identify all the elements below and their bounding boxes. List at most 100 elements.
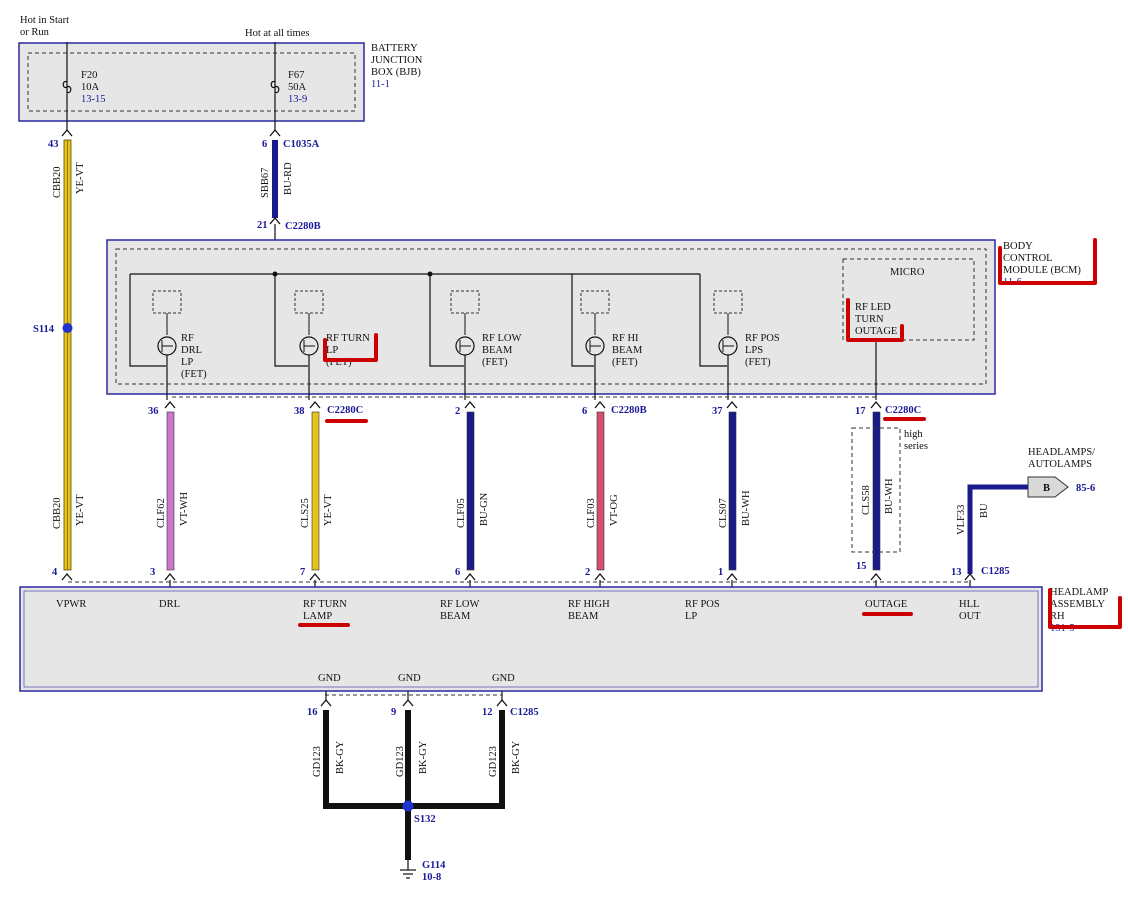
bjb-name-1: BATTERY [371,43,418,54]
gnd-label-0: GND [318,673,341,684]
wire-sbb67-color: BU-RD [283,162,294,195]
gnd-conn-label: C1285 [510,707,539,718]
high-series-label-1: high [904,429,923,440]
fuse-f20-icon [62,80,72,94]
wire-0-pin-bottom: 4 [52,567,58,578]
conn-c1035a-label: C1035A [283,139,320,150]
highlight-bracket-2 [846,298,904,342]
fuse-f67-icon [270,80,280,94]
outage-label-2: TURN [855,314,884,325]
headlamp-pin-5-l1: RF POS [685,599,720,610]
headlamps-link-arrow-icon[interactable] [1027,476,1069,498]
fuse-f20-rating: 10A [81,82,100,93]
fuse-f67-ref: 13-9 [288,94,307,105]
headlamps-link-ref[interactable]: 85-6 [1076,483,1095,494]
bjb-name-2: JUNCTION [371,55,423,66]
fet-0-line-3: LP [181,357,193,368]
wire-3-pin-top: 2 [455,406,460,417]
headlamp-pin-7-l2: OUT [959,611,981,622]
fet-3-supply-branch [571,274,594,367]
wire-1-body [166,411,175,571]
wire-1-pin-bottom: 3 [150,567,155,578]
wire-5-color: BU-WH [741,490,752,526]
battery-junction-box: BATTERY JUNCTION BOX (BJB) 11-1 [18,42,423,122]
gnd-label-2: GND [492,673,515,684]
fet-2-line-2: BEAM [482,345,513,356]
wire-5-top-connector-icon [726,400,738,409]
headlamp-pin-1-l1: DRL [159,599,180,610]
gnd-wire-1-circuit: GD123 [395,746,406,777]
wire-2-body [311,411,320,571]
gnd-label-1: GND [398,673,421,684]
gnd-pin-2: 12 [482,707,493,718]
bcm-inner-dashed [115,248,987,385]
wire-6-pin-top: 17 [855,406,866,417]
ground-g114-name: G114 [422,860,446,871]
wire-7-color: BU [979,503,990,518]
wire-7-bottom-connector-icon [964,572,976,581]
wire-4-top-connector-icon [594,400,606,409]
highlight-group [298,238,1122,629]
connector-6-icon [269,128,281,137]
gnd-wire-0-color: BK-GY [335,740,346,774]
bjb-inner-dashed [27,52,356,112]
gnd-wire-0-connector-icon [320,698,332,707]
pin-43-label: 43 [48,139,59,150]
fet-2-supply-branch [429,274,464,367]
fet-4-supply-branch [699,274,727,367]
wire-5-circuit: CLS07 [718,498,729,528]
headlamps-link-button[interactable]: B [1027,476,1069,498]
wire-4-color: VT-OG [609,494,620,526]
fet-4-line-3: (FET) [745,357,771,368]
gnd-wire-outer [323,710,505,809]
headlamp-inner-border [23,590,1039,688]
fet-0-line-1: RF [181,333,194,344]
bjb-box [18,42,365,122]
connector-21-icon [269,216,281,225]
fet-2-line-1: RF LOW [482,333,521,344]
wire-1-circuit: CLF62 [156,498,167,528]
headlamp-name-2: ASSEMBLY [1050,599,1105,610]
ground-wire-group [320,691,508,870]
wire-cbb20-circuit-bottom: CBB20 [52,497,63,529]
gnd-wire-1-color: BK-GY [418,740,429,774]
fet-0-line-2: DRL [181,345,202,356]
supply-right-label: Hot at all times [245,28,309,39]
high-series-label-2: series [904,441,928,452]
fet-1-line-2: LP [326,345,338,356]
wire-5-pin-bottom: 1 [718,567,723,578]
wire-cbb20-circuit-top: CBB20 [52,166,63,198]
fet-3-line-2: BEAM [612,345,643,356]
wire-4-bottom-connector-icon [594,572,606,581]
wire-4-conn-top: C2280B [611,405,647,416]
connector-43-icon [61,128,73,137]
micro-label: MICRO [890,267,925,278]
ground-g114-ref: 10-8 [422,872,441,883]
wire-group [61,400,976,588]
wire-vlf33 [967,484,1028,574]
headlamp-pin-5-l2: LP [685,611,697,622]
bjb-ref: 11-1 [371,79,390,90]
wire-sbb67 [272,140,278,218]
wire-0-bottom-connector-icon [61,572,73,581]
pin-21-label: 21 [257,220,268,231]
fet-0-supply-branch [129,274,166,367]
wire-3-pin-bottom: 6 [455,567,460,578]
wire-4-body [596,411,605,571]
wire-7-pin-bottom: 13 [951,567,962,578]
bcm-name-2: CONTROL [1003,253,1053,264]
gnd-pin-0: 16 [307,707,318,718]
fuse-f20-name: F20 [81,70,97,81]
headlamps-link-title-1: HEADLAMPS/ [1028,447,1095,458]
wire-2-conn-top: C2280C [327,405,363,416]
splice-s132-label: S132 [414,814,436,825]
headlamp-pin-6-l1: OUTAGE [865,599,907,610]
wire-1-top-connector-icon [164,400,176,409]
fet-3-line-1: RF HI [612,333,639,344]
headlamp-assembly: HEADLAMP ASSEMBLY RH 131-5 [19,586,1108,692]
headlamp-box [19,586,1043,692]
conn-c2280b-top-label: C2280B [285,221,321,232]
headlamps-link-letter[interactable]: B [1043,483,1050,494]
headlamp-pin-2-l2: LAMP [303,611,332,622]
